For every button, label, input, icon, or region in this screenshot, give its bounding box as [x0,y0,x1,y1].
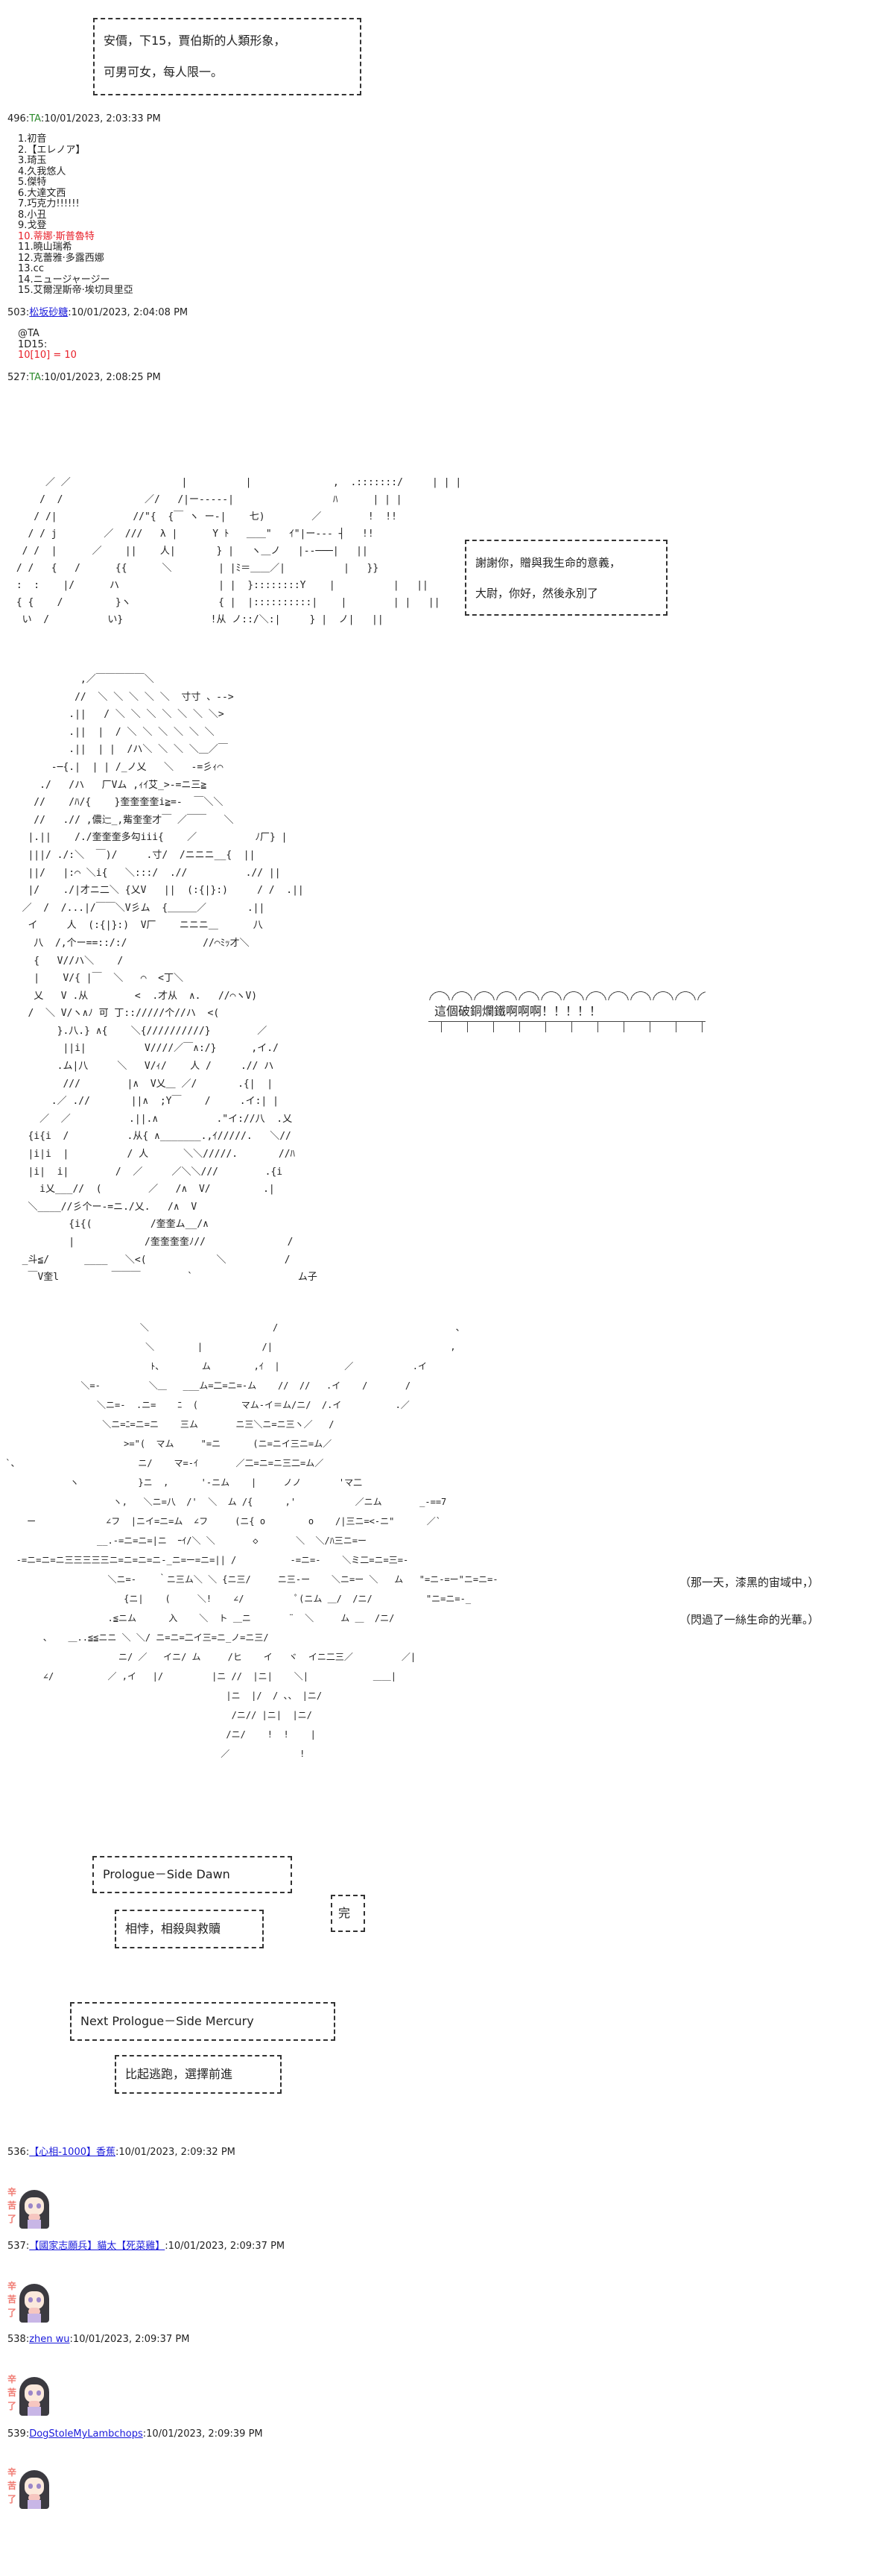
intro-line-2: 可男可女，每人限一。 [104,65,224,79]
post-number: 527 [7,372,26,383]
post-author-link[interactable]: zhen wu [29,2334,70,2345]
post-header-503: 503:松坂砂糖:10/01/2023, 2:04:08 PM [7,307,188,318]
chapter-subtitle: 相悖，相殺與救贖 [125,1922,221,1936]
sticker-text: 辛苦了 [7,2374,17,2411]
end-mark-box: 完 [331,1895,365,1932]
post-time: 10/01/2023, 2:04:08 PM [71,307,188,318]
post-author-link[interactable]: 【心相-1000】香蕉 [29,2147,115,2158]
shout-text: 這個破銅爛鐵啊啊啊！！！！！ [434,1004,602,1018]
sticker-image: 辛苦了 [7,2466,51,2509]
farewell-line-1: 謝謝你，贈與我生命的意義， [475,555,621,569]
next-title-box: Next Prologue－Side Mercury [70,2002,335,2041]
candidate-item: 3.琦玉 [18,155,47,166]
farewell-line-2: 大尉，你好，然後永別了 [475,586,599,600]
end-mark: 完 [338,1906,351,1920]
post-time: 10/01/2023, 2:09:39 PM [146,2428,263,2440]
candidate-item: 9.戈登 [18,220,47,231]
post-header-496: 496:TA:10/01/2023, 2:03:33 PM [7,113,161,124]
next-title: Next Prologue－Side Mercury [80,2014,254,2028]
post-time: 10/01/2023, 2:03:33 PM [44,113,161,124]
candidate-item: 11.曉山瑞希 [18,242,72,253]
dice-roll: @TA 1D15: 10[10] = 10 [18,328,77,362]
candidate-item: 14.ニュージャージー [18,274,110,285]
post-time: 10/01/2023, 2:09:37 PM [72,2334,190,2345]
post-time: 10/01/2023, 2:09:37 PM [168,2241,285,2252]
next-subtitle: 比起逃跑，選擇前進 [125,2067,233,2081]
dice-result: 10[10] = 10 [18,350,77,361]
shout-bubble-bottom-edge [428,1021,706,1032]
candidate-item: 1.初音 [18,133,47,145]
dice-expression: 1D15: [18,338,48,350]
sticker-text: 辛苦了 [7,2467,17,2504]
sticker-image: 辛苦了 [7,2279,51,2323]
candidate-item: 7.巧克力!!!!!! [18,198,80,209]
ascii-art-character: ,／￣￣￣￣￣＼ // ＼ ＼ ＼ ＼ ＼ 寸寸 、--> .|| / ＼ ＼ … [22,674,317,1284]
post-header-537: 537:【國家志願兵】貓太【死菜雞】:10/01/2023, 2:09:37 P… [7,2241,285,2252]
post-number: 537 [7,2241,26,2252]
candidate-item: 13.cc [18,263,44,274]
post-header-538: 538:zhen wu:10/01/2023, 2:09:37 PM [7,2334,190,2345]
narration-line-1: （那一天，漆黑的宙域中，） [679,1576,820,1589]
intro-caption-box: 安價，下15，賈伯斯的人類形象， 可男可女，每人限一。 [93,18,361,95]
sticker-text: 辛苦了 [7,2187,17,2224]
next-subtitle-box: 比起逃跑，選擇前進 [115,2055,282,2094]
chapter-title-box: Prologue－Side Dawn [92,1856,292,1893]
post-number: 496 [7,113,26,124]
post-header-539: 539:DogStoleMyLambchops:10/01/2023, 2:09… [7,2428,263,2440]
candidate-item: 10.蒂娜·斯普魯特 [18,230,95,242]
sticker-image: 辛苦了 [7,2185,51,2229]
farewell-caption-box: 謝謝你，贈與我生命的意義， 大尉，你好，然後永別了 [465,540,668,616]
sticker-image: 辛苦了 [7,2373,51,2416]
shout-bubble-top-edge [428,990,706,1000]
post-number: 539 [7,2428,26,2440]
ascii-art-explosion: ＼ / 、 ＼ | /| , ﾄ、 ム ,ｲ | [5,1322,498,1759]
post-header-527: 527:TA:10/01/2023, 2:08:25 PM [7,372,161,383]
post-number: 536 [7,2147,26,2158]
post-number: 538 [7,2334,26,2345]
post-number: 503 [7,307,26,318]
narration: （那一天，漆黑的宙域中，） （閃過了一絲生命的光華。） [679,1564,820,1638]
post-author-link[interactable]: 【國家志願兵】貓太【死菜雞】 [29,2241,165,2252]
chapter-subtitle-box: 相悖，相殺與救贖 [115,1910,264,1948]
post-author: TA [29,372,41,383]
shout-bubble: 這個破銅爛鐵啊啊啊！！！！！ [413,990,741,1039]
ascii-art-mobile-suit-scene: ／ ／ | | , .:::::::/ | | | / / ／/ /|ー‐‐‐‐… [16,477,462,625]
candidate-item: 4.久我悠人 [18,165,66,177]
post-author-link[interactable]: DogStoleMyLambchops [29,2428,143,2440]
post-time: 10/01/2023, 2:09:32 PM [118,2147,235,2158]
post-author: TA [29,113,41,124]
candidate-item: 2.【エレノア】 [18,144,86,156]
post-author-link[interactable]: 松坂砂糖 [29,307,69,318]
dice-mention: @TA [18,328,39,339]
post-time: 10/01/2023, 2:08:25 PM [44,372,161,383]
post-header-536: 536:【心相-1000】香蕉:10/01/2023, 2:09:32 PM [7,2147,235,2158]
sticker-text: 辛苦了 [7,2281,17,2318]
candidate-item: 5.傑特 [18,177,47,188]
candidate-item: 12.克蕾雅·多露西娜 [18,252,104,264]
candidate-item: 8.小丑 [18,209,47,221]
candidate-item: 6.大達文西 [18,187,66,199]
chapter-title: Prologue－Side Dawn [103,1867,230,1881]
candidate-item: 15.艾爾涅斯帝·埃切貝里亞 [18,285,133,296]
intro-line-1: 安價，下15，賈伯斯的人類形象， [104,34,286,48]
narration-line-2: （閃過了一絲生命的光華。） [679,1613,820,1626]
